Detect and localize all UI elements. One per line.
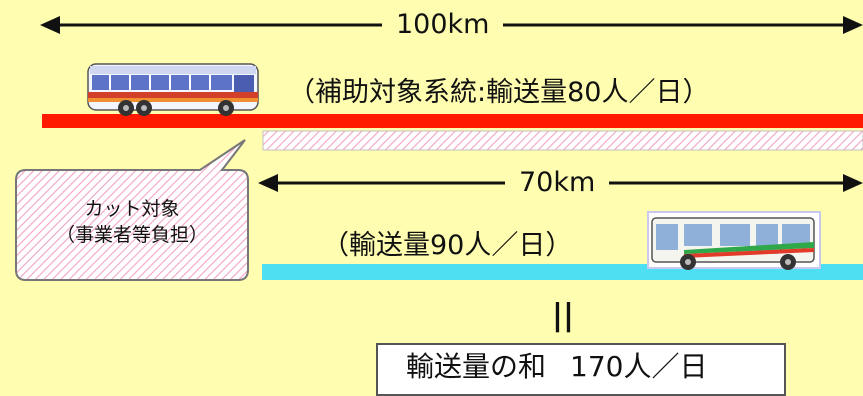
cut-callout-bubble <box>15 139 249 281</box>
route-80-label: （補助対象系統:輸送量80人／日） <box>288 77 710 108</box>
sum-box: 輸送量の和 170人／日 <box>376 343 786 396</box>
equals-sign: || <box>552 298 574 333</box>
city-bus-icon <box>647 211 821 270</box>
route-bar-80 <box>42 114 863 128</box>
sum-value: 170人／日 <box>570 350 708 383</box>
cut-callout-title: カット対象 <box>84 198 180 220</box>
route-90-label: （輸送量90人／日） <box>322 230 573 261</box>
cut-segment-bar <box>262 130 863 151</box>
cut-callout-subtitle: （事業者等負担） <box>55 224 208 246</box>
distance-label-70km: 70km <box>505 167 610 199</box>
cut-callout-text: カット対象 （事業者等負担） <box>16 196 248 248</box>
sum-label: 輸送量の和 <box>406 350 547 383</box>
coach-bus-icon <box>87 63 259 116</box>
distance-label-100km: 100km <box>382 9 504 41</box>
